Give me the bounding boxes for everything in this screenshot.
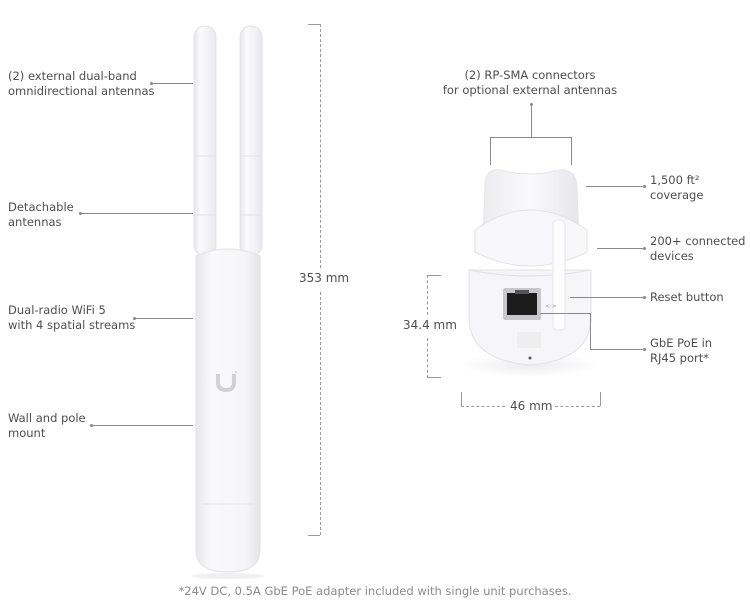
- rj45-port-icon: [503, 288, 541, 320]
- leader-dot: [643, 247, 646, 250]
- callout-connected-devices: 200+ connected devices: [650, 234, 746, 263]
- svg-text:<·>: <·>: [545, 303, 557, 310]
- ubiquiti-logo-icon: [216, 371, 237, 393]
- leader-line: [586, 186, 644, 187]
- leader-line: [540, 313, 590, 314]
- bracket-line: [490, 137, 572, 138]
- footnote: *24V DC, 0.5A GbE PoE adapter included w…: [178, 584, 572, 598]
- callout-gbe-poe-port: GbE PoE in RJ45 port*: [650, 336, 713, 365]
- leader-dot: [643, 296, 646, 299]
- callout-rp-sma-connectors: (2) RP-SMA connectors for optional exter…: [442, 68, 618, 97]
- leader-line: [151, 83, 193, 84]
- callout-external-antennas: (2) external dual-band omnidirectional a…: [8, 69, 155, 98]
- leader-line: [91, 425, 193, 426]
- callout-wall-pole-mount: Wall and pole mount: [8, 411, 86, 440]
- access-point-front-illustration: [192, 25, 264, 579]
- leader-dot: [643, 185, 646, 188]
- leader-line: [531, 104, 532, 138]
- leader-dot: [643, 348, 646, 351]
- leader-line: [597, 248, 644, 249]
- callout-detachable-antennas: Detachable antennas: [8, 200, 74, 229]
- access-point-bottom-illustration: <·>: [460, 169, 600, 377]
- leader-line: [570, 297, 644, 298]
- callout-reset-button: Reset button: [650, 290, 724, 304]
- leader-line: [590, 349, 644, 350]
- callout-dual-radio-wifi: Dual-radio WiFi 5 with 4 spatial streams: [8, 303, 136, 332]
- callout-coverage: 1,500 ft² coverage: [650, 173, 704, 202]
- leader-line: [590, 313, 591, 349]
- bracket-line: [571, 137, 572, 165]
- leader-line: [80, 213, 193, 214]
- leader-line: [134, 318, 193, 319]
- bracket-line: [490, 137, 491, 165]
